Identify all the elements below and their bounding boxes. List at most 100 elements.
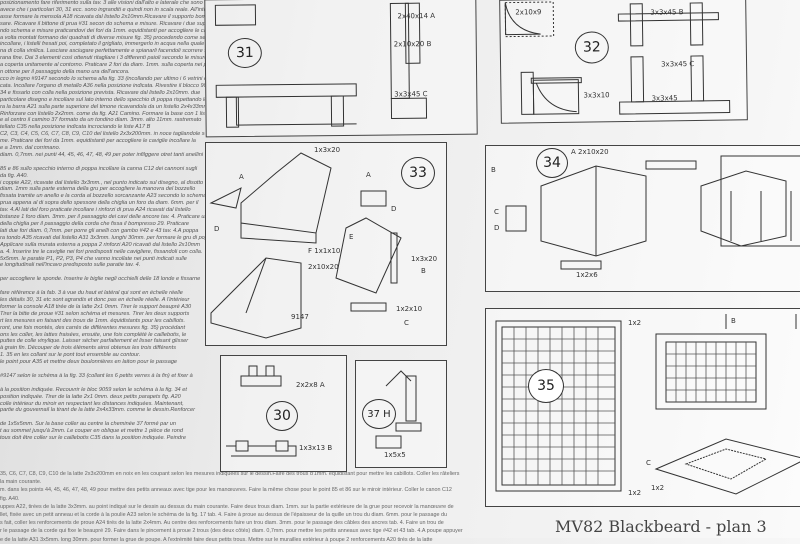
text-line: e a 1mm. dal corrimano.	[0, 145, 61, 152]
text-line: t au sommet jusqu'à 2mm. Le couper en ob…	[0, 428, 183, 435]
figure-37h-drawing	[375, 370, 422, 449]
figure-33-label: B	[421, 267, 426, 275]
text-line: posizionamento fare riferimento sulla ta…	[0, 0, 205, 6]
figure-34-number: 34	[536, 148, 568, 178]
figure-34-label: C	[494, 208, 499, 216]
text-line: #9147 selon le schéma à la fig. 33 (coll…	[0, 372, 193, 379]
text-line: tellato C35 nella posizione indicata inc…	[0, 124, 151, 131]
figure-30-label: 1x3x13 B	[299, 444, 333, 452]
figure-34-label: D	[494, 224, 500, 232]
figure-30-number: 30	[266, 401, 298, 431]
text-line: ront, une fois montés, des carrés de dif…	[0, 324, 186, 331]
text-line: 1. 35 en les collant sur le pont tout en…	[0, 352, 141, 359]
text-line	[0, 269, 205, 276]
text-line: a coperta unitamente al contorno. Pratic…	[0, 62, 205, 69]
text-line: na di colla vinilica. Lasciare asciugare…	[0, 48, 205, 55]
text-line: uppes A22, tirées de la latte 3x3mm. au …	[0, 503, 454, 510]
figure-33-label: D	[391, 205, 397, 213]
text-line: della chiglia per il passaggio della cor…	[0, 221, 190, 227]
text-line: particolare disegno e incollare sul lato…	[0, 96, 205, 103]
figure-35-label: 1x2	[651, 484, 665, 492]
text-line: cata. Incollare l'organo di metallo A36 …	[0, 82, 205, 89]
figure-32-label: 3x3x45 C	[661, 60, 695, 69]
figure-32-label: 3x3x45	[651, 94, 678, 103]
figure-33-label: 1x2x10	[396, 305, 423, 313]
text-line: fissata tramite un anello e la corda al …	[0, 193, 205, 200]
figure-35-number: 35	[528, 369, 564, 403]
text-line: colle intérieur du miroir en respectant …	[0, 400, 184, 407]
figure-30-drawing	[226, 365, 297, 457]
figure-37h-number: 37 H	[362, 399, 396, 429]
text-line: former la console A18 tirée de la latte …	[0, 303, 192, 310]
text-line: da fig. A40.	[0, 172, 29, 179]
text-line: 35, C6, C7, C8, C9, C10 de la latte 2x3x…	[0, 471, 460, 477]
figure-32-label: 2x10x9	[515, 8, 542, 17]
text-line: rana fine. Dai 3 elementi così ottenuti …	[0, 55, 205, 62]
figure-33-label: A	[366, 171, 371, 179]
text-line: ra la barra A21 sulla parte superiore de…	[0, 103, 205, 110]
text-line: fig. A40.	[0, 495, 20, 502]
figure-33-panel: 33 1x3x20 A A D D E F 1x1x10 2x10x20 1x3…	[205, 142, 447, 346]
text-line	[0, 283, 205, 290]
figure-32-label: 3x3x10	[583, 91, 610, 100]
figure-34-label: A 2x10x20	[571, 148, 609, 156]
text-line: lati due fori diam. 0,7mm. per porre gli…	[0, 227, 199, 234]
figure-34-drawing	[505, 155, 800, 270]
figure-33-label: 9147	[291, 313, 309, 321]
figure-31-panel: 31 2x40x14 A 2x10x20 B 3x3x45 C	[204, 0, 478, 138]
text-line: n ottone per il passaggio della mano ura…	[0, 69, 130, 76]
text-line: s fait, coller les renforcements de prou…	[0, 520, 444, 527]
text-line: puttes de colle vinylique. Laisser séche…	[0, 338, 189, 345]
figure-31-label: 3x3x45 C	[394, 90, 428, 99]
text-line: e longitudinali nell'incavo predisposto …	[0, 262, 141, 269]
text-line	[0, 366, 205, 373]
text-line: sare. Ricavare il bittone di prua #31 se…	[0, 20, 205, 27]
text-line: avece che i particolari 30, 31 ecc. sono…	[0, 6, 205, 13]
text-line: diam. 0,7mm. nei punti 44, 45, 46, 47, 4…	[0, 151, 204, 158]
figure-30-panel: 30 2x2x8 A 1x3x13 B	[220, 355, 347, 472]
text-line: Applicare sulla murata esterna a poppa 2…	[0, 241, 201, 248]
text-line: incollare, i listelli fresati poi, compl…	[0, 41, 205, 48]
text-line: bstanze 1 foro diam. 3mm. per il passagg…	[0, 214, 205, 221]
text-line: tous doit être coller sur le caillebotis…	[0, 435, 186, 442]
figure-33-label: F 1x1x10	[308, 247, 341, 255]
text-line: cco in legno #9147 secondo lo schema all…	[0, 75, 205, 82]
figure-32-label: 3x3x45 B	[650, 8, 684, 17]
figure-33-label: C	[404, 319, 409, 327]
figure-31-label: 2x40x14 A	[397, 12, 436, 21]
text-line: à la position indiquée. Recouvrir le blo…	[0, 386, 187, 393]
figure-37h-panel: 37 H 1x5x5	[355, 360, 447, 468]
text-line	[0, 159, 205, 166]
figure-31-drawing	[214, 2, 428, 128]
figure-30-label: 2x2x8 A	[296, 381, 325, 389]
text-line: Tirer la bitte de proue #31 selon schéma…	[0, 310, 190, 317]
text-line: ons les coller, les lattes fraisées, ens…	[0, 331, 187, 338]
text-line: C2, C3, C4, C5, C6, C7, C8, C9, C10 del …	[0, 131, 205, 138]
figure-31-label: 2x10x20 B	[393, 40, 432, 49]
figure-34-label: 1x2x6	[576, 271, 598, 279]
text-line: e al centro il camino 37 formato da un t…	[0, 117, 202, 124]
text-line: le point pour A35 et mettre deux boulonn…	[0, 359, 178, 366]
text-line: 85 e 86 sullo specchio interno di poppa …	[0, 165, 198, 172]
figure-34-label: B	[491, 166, 496, 174]
figure-34-panel: 34 A 2x10x20 B C D 1x2x6	[485, 145, 800, 292]
figure-33-label: 1x3x20	[314, 146, 341, 154]
text-line: e de la latte A31 3x5mm. long 30mm. pour…	[0, 536, 433, 543]
figure-33-label: D	[214, 225, 220, 233]
figure-37h-label: 1x5x5	[384, 451, 406, 459]
figure-33-label: 1x3x20	[411, 255, 438, 263]
text-line: me. Praticare dei fori da 1mm. equidista…	[0, 138, 196, 145]
text-line: per accogliere le sponde. Inserire le bi…	[0, 276, 201, 283]
text-line: llet, fixée avec un petit anneau et la c…	[0, 512, 447, 519]
text-line: ndo schema e misure praticandovi dei for…	[0, 27, 205, 34]
text-line: la main courante.	[0, 479, 42, 486]
text-line: ra tondo A35 ricavati dal listello A31 3…	[0, 234, 205, 241]
text-line	[0, 414, 205, 421]
text-line: à grain fin. Découper de trois éléments …	[0, 345, 176, 352]
figure-33-number: 33	[401, 157, 435, 189]
figure-33-label: A	[239, 173, 244, 181]
figure-35-label: 1x2	[628, 489, 642, 497]
plan-title: MV82 Blackbeard - plan 3	[555, 517, 767, 536]
text-line: a. 4. Inserire tre le caviglie nei fori …	[0, 248, 203, 255]
figure-33-label: 2x10x20	[308, 263, 339, 271]
